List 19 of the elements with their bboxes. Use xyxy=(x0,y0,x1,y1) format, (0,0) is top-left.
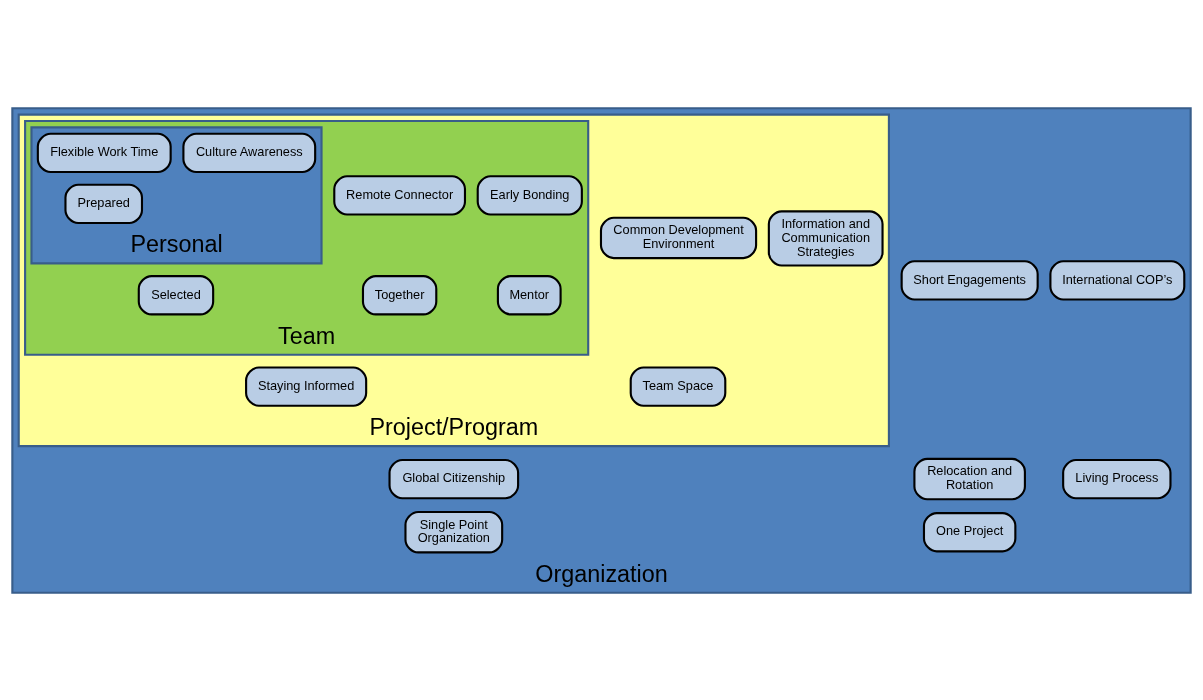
node-box: One Project xyxy=(922,511,1017,552)
node-box: Staying Informed xyxy=(245,365,368,407)
node-box: Prepared xyxy=(64,183,144,224)
node-box: Living Process xyxy=(1062,458,1172,499)
node-box: Flexible Work Time xyxy=(36,132,172,173)
node-box: Common Development Environment xyxy=(599,216,758,259)
node-box: Together xyxy=(361,274,438,315)
node-box: International COP’s xyxy=(1049,259,1186,301)
node-box: Global Citizenship xyxy=(388,458,520,499)
node-box: Relocation and Rotation xyxy=(913,457,1026,500)
node-box: Remote Connector xyxy=(333,174,467,216)
node-box: Team Space xyxy=(629,365,727,407)
node-box: Short Engagements xyxy=(900,259,1039,301)
node-box: Information and Communication Strategies xyxy=(767,209,884,267)
node-box: Mentor xyxy=(496,274,562,315)
node-box: Single Point Organization xyxy=(404,510,504,553)
node-box: Culture Awareness xyxy=(182,132,317,173)
node-box: Selected xyxy=(137,274,215,315)
node-box: Early Bonding xyxy=(476,174,583,216)
